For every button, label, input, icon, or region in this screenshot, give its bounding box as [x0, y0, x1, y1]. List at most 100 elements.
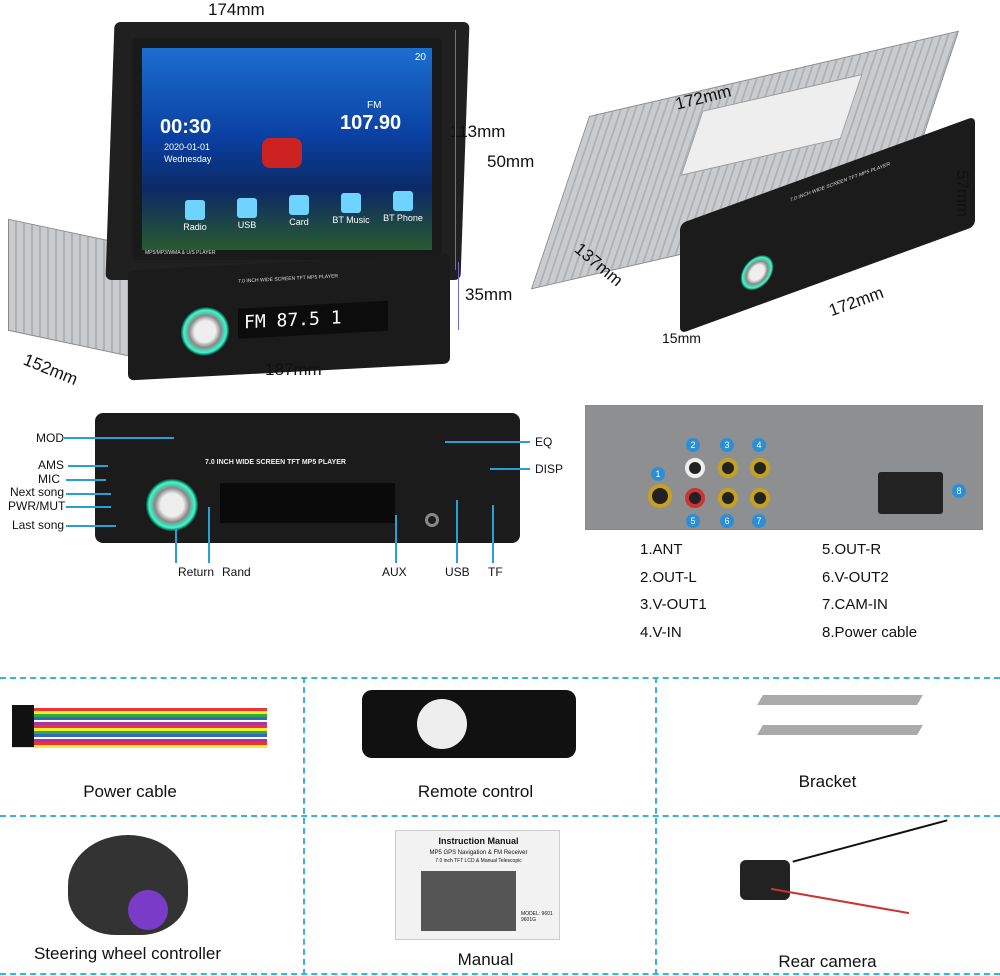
- aux-jack[interactable]: [425, 513, 439, 527]
- label-return: Return: [178, 565, 215, 579]
- legend-7: 7.CAM-IN: [822, 596, 888, 613]
- radio-band: FM: [367, 100, 382, 111]
- app-label: Radio: [183, 222, 207, 232]
- volume-indicator: 20: [414, 52, 426, 63]
- dim-15mm: 15mm: [662, 330, 701, 346]
- dim-172mm-front: 172mm: [826, 282, 887, 321]
- camera-cable-red: [770, 887, 910, 915]
- power-connector: [878, 472, 943, 514]
- legend-6: 6.V-OUT2: [822, 569, 889, 586]
- touch-screen: 20 00:30 2020-01-01 Wednesday FM 107.90 …: [132, 38, 442, 260]
- label-last-song: Last song: [12, 518, 65, 532]
- bracket-image: [757, 725, 923, 735]
- callout-line: [66, 525, 116, 527]
- clock-date: 2020-01-01: [164, 142, 211, 152]
- power-cable-image: [12, 708, 267, 748]
- callout-line: [456, 500, 458, 563]
- app-bt-music: BT Music: [326, 193, 376, 225]
- num-7: 7: [752, 514, 766, 528]
- grid-divider: [303, 677, 305, 975]
- rear-camera-image: [740, 860, 790, 900]
- grid-divider: [655, 677, 657, 975]
- callout-line: [66, 493, 111, 495]
- dim-174mm: 174mm: [208, 0, 265, 19]
- dim-113mm: 113mm: [450, 122, 506, 141]
- label-ams: AMS: [38, 458, 65, 472]
- label-aux: AUX: [382, 565, 407, 579]
- dim-50mm: 50mm: [487, 152, 535, 171]
- phone-icon: [393, 191, 413, 211]
- radio-icon: [185, 200, 205, 220]
- app-label: BT Phone: [383, 213, 423, 223]
- legend-5: 5.OUT-R: [822, 541, 882, 558]
- steering-controller-image: [68, 835, 188, 935]
- manual-title: Instruction Manual: [438, 836, 519, 846]
- remote-dpad: [417, 699, 467, 749]
- label-usb: USB: [445, 565, 470, 579]
- grid-divider: [0, 815, 1000, 817]
- manual-picture: [421, 871, 516, 931]
- num-4: 4: [752, 438, 766, 452]
- caption-rear-camera: Rear camera: [778, 952, 877, 971]
- bezel-text: MP5/MP3/WMA & U/S PLAYER: [145, 250, 216, 256]
- lcd-window: [220, 483, 395, 523]
- callout-line: [64, 437, 174, 439]
- out-l-jack: [685, 458, 705, 478]
- caption-remote-control: Remote control: [417, 782, 534, 801]
- front-panel: 7.0 INCH WIDE SCREEN TFT MP5 PLAYER: [95, 413, 520, 543]
- num-5: 5: [686, 514, 700, 528]
- dim-35mm: 35mm: [465, 285, 513, 304]
- app-bt-phone: BT Phone: [378, 191, 428, 223]
- callout-line: [490, 468, 530, 470]
- manual-line: 7.0 inch TFT LCD & Manual Telescopic: [435, 858, 522, 864]
- legend-3: 3.V-OUT1: [640, 596, 707, 613]
- caption-bracket: Bracket: [798, 772, 857, 791]
- callout-line: [68, 465, 108, 467]
- car-graphic: [262, 138, 302, 168]
- app-card: Card: [274, 195, 324, 227]
- dim-152mm: 152mm: [20, 350, 81, 389]
- bracket-image: [757, 695, 923, 705]
- caption-manual: Manual: [457, 950, 514, 969]
- volume-knob: [180, 305, 230, 358]
- clock-weekday: Wednesday: [164, 154, 212, 164]
- v-in-jack: [750, 458, 770, 478]
- callout-line: [66, 479, 106, 481]
- num-8: 8: [952, 484, 966, 498]
- callout-line: [208, 507, 210, 563]
- legend-8: 8.Power cable: [822, 624, 918, 641]
- app-radio: Radio: [170, 200, 220, 232]
- app-label: USB: [237, 220, 257, 230]
- v-out1-jack: [718, 458, 738, 478]
- usb-icon: [237, 198, 257, 218]
- callout-line: [492, 505, 494, 563]
- panel-text: 7.0 INCH WIDE SCREEN TFT MP5 PLAYER: [205, 459, 346, 466]
- dim-187mm: 187mm: [265, 360, 322, 379]
- volume-knob: [740, 249, 774, 296]
- app-label: Card: [289, 217, 309, 227]
- legend-1: 1.ANT: [640, 541, 683, 558]
- radio-frequency: 107.90: [340, 112, 402, 134]
- grid-divider: [0, 677, 1000, 679]
- remote-control-image: [362, 690, 576, 758]
- clock-time: 00:30: [160, 116, 212, 138]
- num-3: 3: [720, 438, 734, 452]
- num-1: 1: [651, 467, 665, 481]
- music-icon: [341, 193, 361, 213]
- label-tf: TF: [488, 565, 503, 579]
- manual-model: MODEL: 9601 9601G: [521, 911, 553, 923]
- vfd-display: FM 87.5 1: [238, 300, 388, 339]
- app-label: BT Music: [332, 215, 370, 225]
- dimension-line: [455, 30, 456, 270]
- controller-clamp: [128, 890, 168, 930]
- manual-subtitle: MP5 GPS Navigation & FM Receiver: [429, 850, 528, 856]
- front-text: 7.0 INCH WIDE SCREEN TFT MP5 PLAYER: [238, 273, 339, 285]
- volume-knob[interactable]: [145, 478, 199, 532]
- label-mod: MOD: [36, 431, 64, 445]
- num-2: 2: [686, 438, 700, 452]
- legend-4: 4.V-IN: [640, 624, 682, 641]
- app-usb: USB: [222, 198, 272, 230]
- grid-divider: [0, 973, 1000, 975]
- label-eq: EQ: [535, 435, 553, 449]
- callout-line: [445, 441, 530, 443]
